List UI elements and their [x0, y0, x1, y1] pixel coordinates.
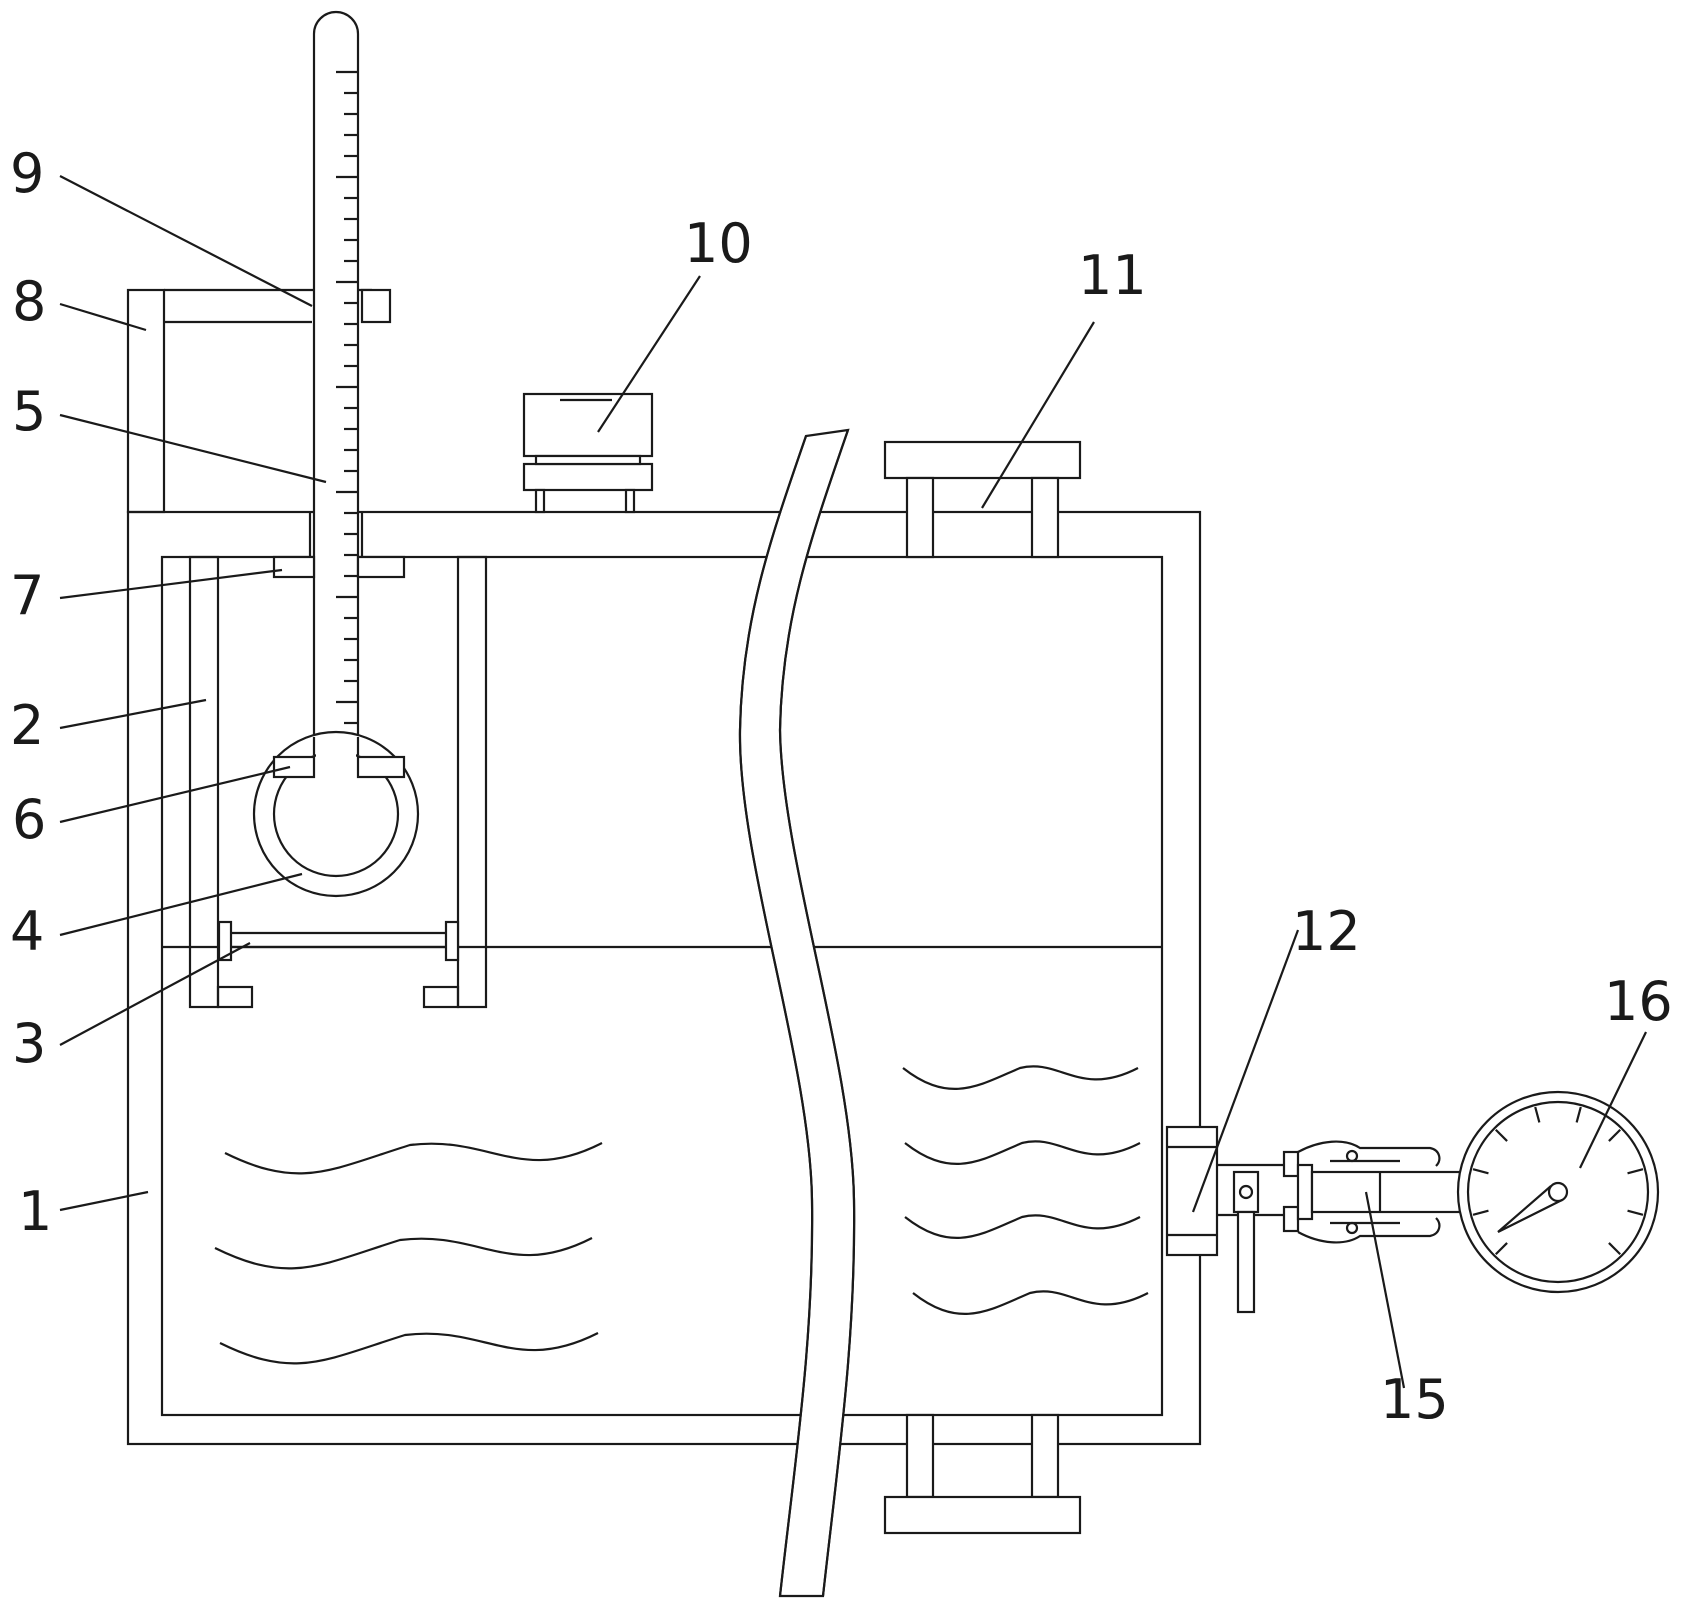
- label-6: 6: [12, 788, 46, 851]
- bottom-flange: [883, 1413, 1082, 1535]
- leader-lines: [59, 175, 1647, 1389]
- gauge-tick: [1472, 1168, 1489, 1175]
- label-3: 3: [12, 1012, 46, 1075]
- side-fitting: [1165, 1125, 1284, 1314]
- part-labels: 9 8 5 7 2 6 4 3 1 10 11 12 15 16: [10, 142, 1673, 1431]
- valve-handle: [1236, 1210, 1256, 1314]
- label-16: 16: [1604, 970, 1673, 1033]
- gauge-tick: [1608, 1242, 1622, 1256]
- guide-rails: [188, 555, 488, 1009]
- label-15: 15: [1380, 1368, 1449, 1431]
- pressure-gauge: [1456, 1090, 1660, 1294]
- water-waves: [214, 1065, 1149, 1365]
- thermometer-scale: [336, 70, 358, 725]
- gauge-tick: [1608, 1128, 1622, 1142]
- gauge-tick: [1627, 1209, 1644, 1216]
- gauge-pivot: [1547, 1181, 1569, 1203]
- label-12: 12: [1292, 900, 1361, 963]
- tank-body: [126, 510, 1202, 1446]
- label-5: 5: [12, 380, 46, 443]
- valve-body: [1232, 1170, 1260, 1214]
- label-9: 9: [10, 142, 44, 205]
- label-2: 2: [10, 694, 44, 757]
- gauge-tick: [1575, 1106, 1582, 1123]
- label-7: 7: [10, 564, 44, 627]
- gauge-tick: [1494, 1128, 1508, 1142]
- top-flange: [883, 440, 1082, 559]
- label-10: 10: [684, 212, 753, 275]
- break-lines: [738, 428, 856, 1598]
- thermometer: [252, 10, 420, 898]
- lower-clamp: [272, 755, 316, 779]
- gauge-tick: [1627, 1168, 1644, 1175]
- gauge-tick: [1494, 1242, 1508, 1256]
- gauge-tick: [1472, 1209, 1489, 1216]
- gauge-needle: [1497, 1185, 1563, 1233]
- gauge-tick: [1534, 1106, 1541, 1123]
- quick-coupling: [1282, 1140, 1462, 1244]
- top-fitting: [522, 392, 654, 514]
- float-rod: [217, 920, 460, 962]
- label-11: 11: [1078, 244, 1147, 307]
- label-8: 8: [12, 270, 46, 333]
- label-1: 1: [18, 1180, 52, 1243]
- gauge-scale: [1472, 1106, 1644, 1256]
- label-4: 4: [10, 900, 44, 963]
- upper-clamp: [272, 555, 316, 579]
